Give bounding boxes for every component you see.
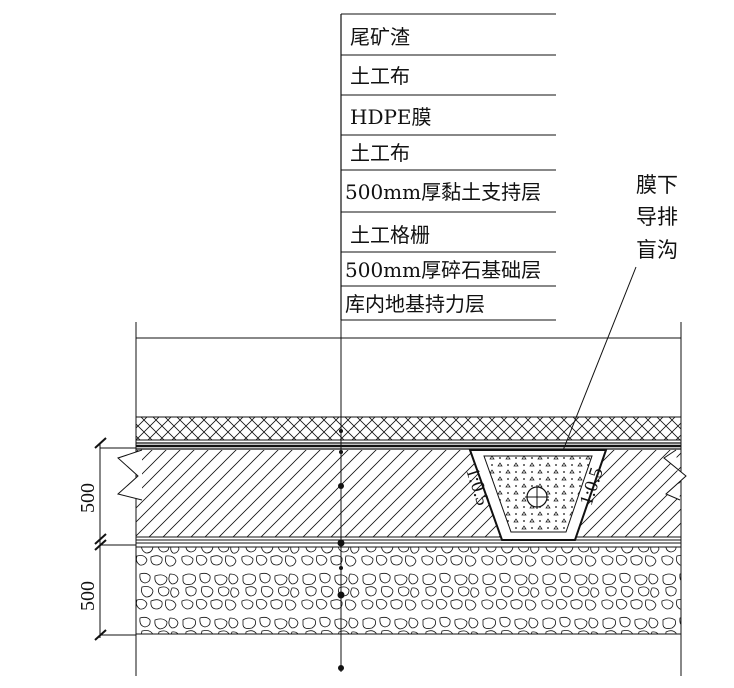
blind-drain-trench: 1:0.5 1:0.5 xyxy=(461,449,608,541)
layer-label: 500mm厚碎石基础层 xyxy=(345,258,541,282)
layer-label: 尾矿渣 xyxy=(350,25,410,49)
drain-label: 膜下 导排 盲沟 xyxy=(555,173,678,469)
gravel-layer xyxy=(136,547,681,634)
tailings-layer xyxy=(135,416,682,441)
layer-label: HDPE膜 xyxy=(350,105,432,129)
break-symbol-right xyxy=(663,449,687,501)
drain-label-line: 盲沟 xyxy=(636,238,678,262)
drain-label-line: 膜下 xyxy=(636,173,678,197)
break-symbol-left xyxy=(116,449,143,501)
layer-label: 土工布 xyxy=(350,64,410,88)
dimension-lower: 500 xyxy=(77,581,99,611)
layer-label: 土工布 xyxy=(350,141,410,165)
cross-section: 1:0.5 1:0.5 xyxy=(116,320,687,676)
dimension-upper: 500 xyxy=(77,483,99,513)
layer-table: 尾矿渣 土工布 HDPE膜 土工布 500mm厚黏土支持层 土工格栅 500mm… xyxy=(340,13,556,321)
drain-label-line: 导排 xyxy=(636,205,678,229)
layer-label: 库内地基持力层 xyxy=(345,292,485,316)
dimension-annotations: 500 500 xyxy=(77,437,136,641)
layer-label: 土工格栅 xyxy=(350,223,430,247)
layer-label: 500mm厚黏土支持层 xyxy=(345,180,541,204)
